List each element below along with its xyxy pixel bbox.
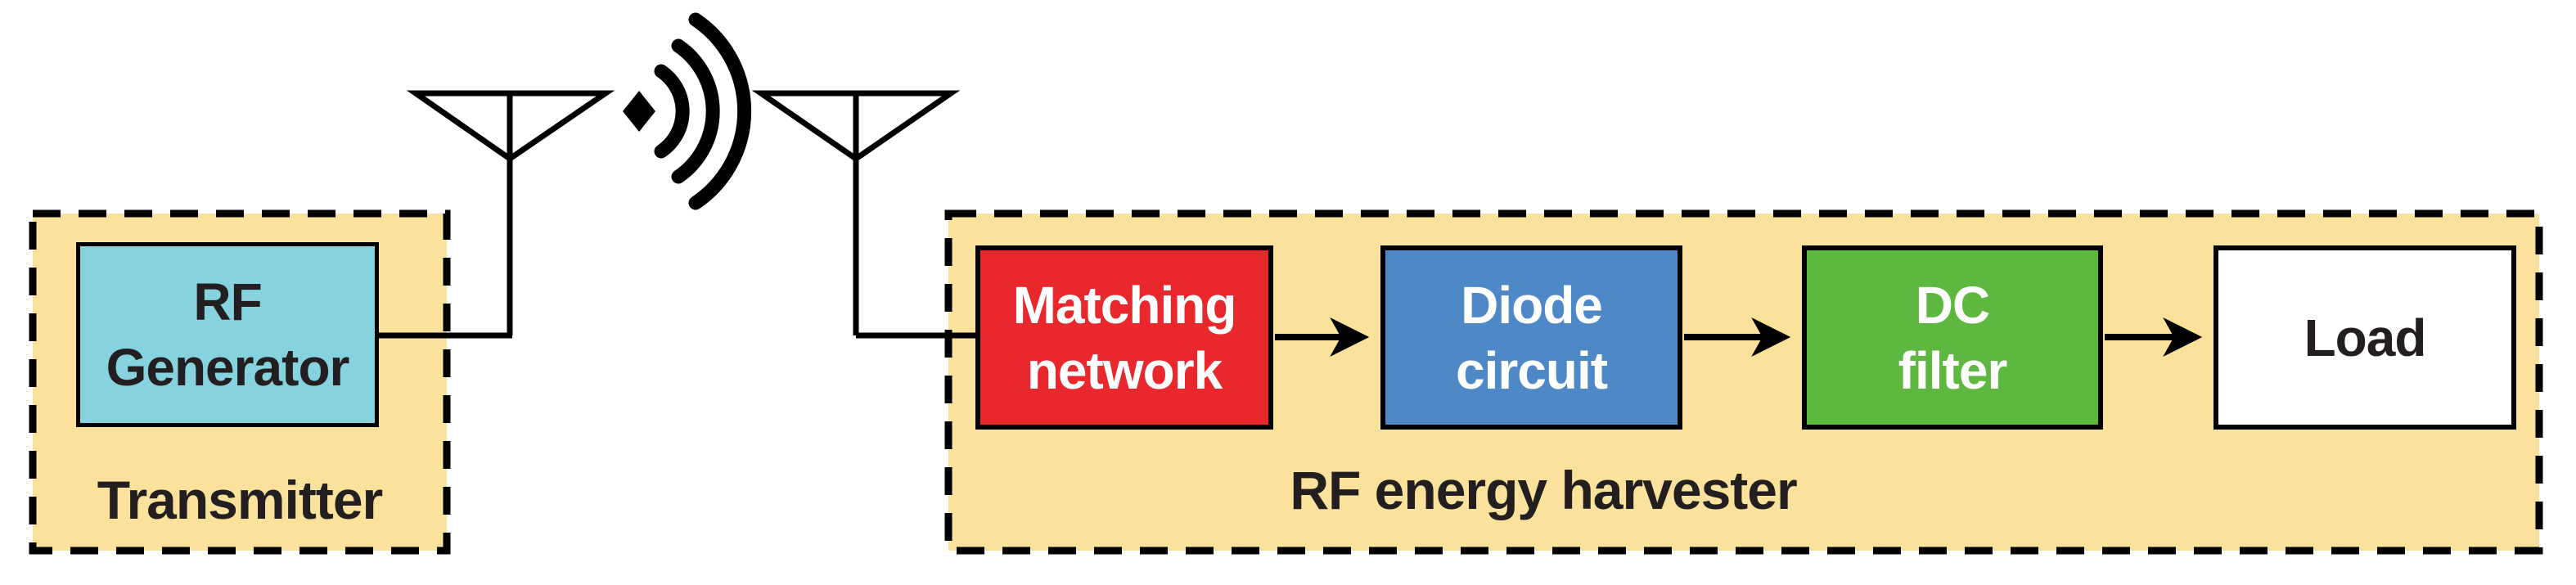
dc-filter-block: DC filter	[1802, 245, 2103, 430]
rf-generator-label-line1: RF	[193, 272, 262, 331]
diode-circuit-block: Diode circuit	[1380, 245, 1682, 430]
rf-generator-label-line2: Generator	[106, 338, 350, 397]
load-label-line1: Load	[2304, 308, 2427, 367]
diode-circuit-label-line2: circuit	[1455, 340, 1608, 400]
load-block: Load	[2213, 245, 2516, 430]
rf-wave-icon	[623, 12, 752, 210]
harvester-panel-label: RF energy harvester	[1290, 460, 1797, 520]
antenna-icon	[751, 90, 979, 339]
matching-network-block: Matching network	[975, 245, 1273, 430]
matching-network-label-line2: network	[1026, 340, 1223, 400]
antenna-icon	[376, 90, 615, 339]
dc-filter-label-line2: filter	[1898, 340, 2008, 400]
dc-filter-label-line1: DC	[1915, 275, 1990, 335]
transmitter-panel-label: Transmitter	[97, 470, 383, 530]
matching-network-label-line1: Matching	[1012, 275, 1237, 335]
rf-generator-block: RF Generator	[76, 242, 379, 427]
diode-circuit-label-line1: Diode	[1461, 275, 1603, 335]
